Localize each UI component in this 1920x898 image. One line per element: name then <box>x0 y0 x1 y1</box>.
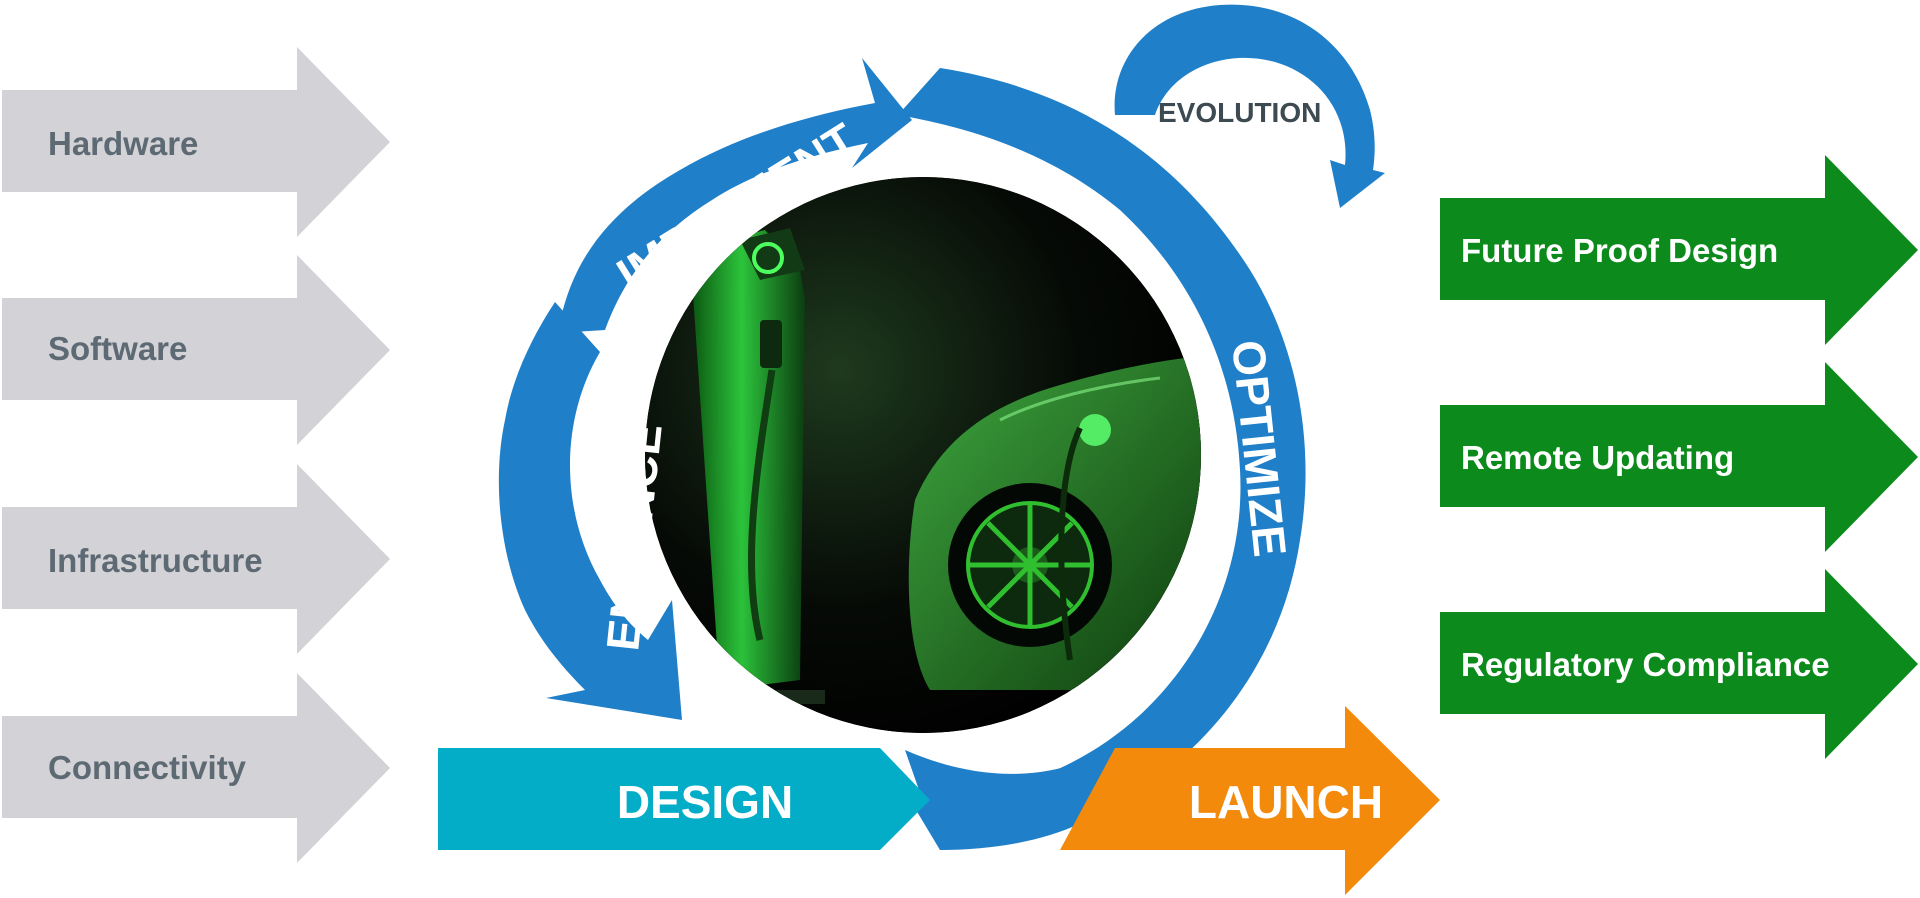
output-arrow-future-proof-design: Future Proof Design <box>1440 155 1918 345</box>
implement-arc-arrow <box>558 58 912 333</box>
input-label-software: Software <box>48 330 187 367</box>
ring-base <box>905 745 1130 850</box>
output-arrow-regulatory-compliance: Regulatory Compliance <box>1440 569 1918 759</box>
launch-arrow: LAUNCH <box>1060 706 1440 895</box>
design-arrow: DESIGN <box>438 748 930 850</box>
output-arrow-remote-updating: Remote Updating <box>1440 362 1918 552</box>
input-arrow-software: Software <box>2 255 390 445</box>
input-label-infrastructure: Infrastructure <box>48 542 263 579</box>
output-label-future-proof-design: Future Proof Design <box>1461 232 1778 269</box>
ev-charging-photo <box>645 177 1201 733</box>
optimize-arc-arrow <box>898 68 1306 850</box>
input-arrow-infrastructure: Infrastructure <box>2 464 390 654</box>
input-label-hardware: Hardware <box>48 125 198 162</box>
enhance-arc-arrow <box>498 302 682 720</box>
output-arrows: Future Proof Design Remote Updating Regu… <box>1440 155 1918 759</box>
input-arrow-connectivity: Connectivity <box>2 673 390 863</box>
evolution-loop-arrow <box>1114 4 1385 209</box>
cycle-label-evolution: EVOLUTION <box>1158 97 1321 128</box>
output-label-regulatory-compliance: Regulatory Compliance <box>1461 646 1830 683</box>
electric-car-icon <box>908 355 1201 690</box>
output-label-remote-updating: Remote Updating <box>1461 439 1734 476</box>
input-label-connectivity: Connectivity <box>48 749 247 786</box>
launch-label: LAUNCH <box>1189 776 1383 828</box>
design-label: DESIGN <box>617 776 793 828</box>
input-arrows: Hardware Software Infrastructure Connect… <box>2 47 390 863</box>
input-arrow-hardware: Hardware <box>2 47 390 237</box>
